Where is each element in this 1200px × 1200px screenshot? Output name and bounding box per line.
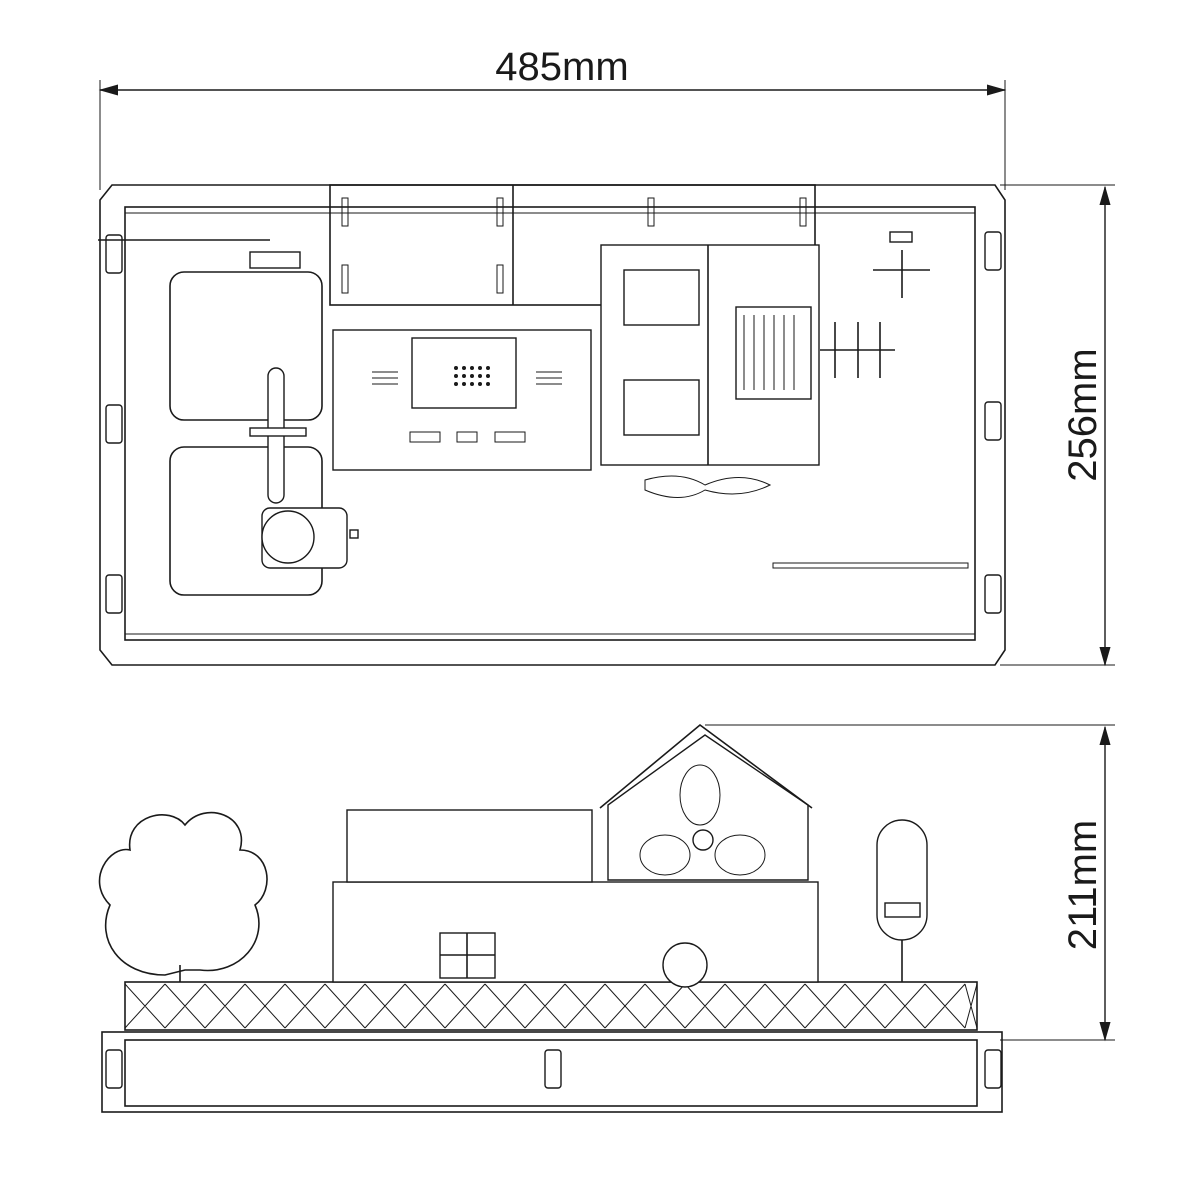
side-tabs [105,231,1002,614]
sensor-post [876,819,928,982]
building [332,809,819,988]
depth-dimension: 256mm [1000,184,1115,667]
fan-blade [644,475,772,498]
top-view [98,184,1006,666]
sensor-top-right [873,231,930,298]
depth-label: 256mm [1061,348,1105,481]
truss [124,981,978,1031]
width-dimension: 485mm [98,45,1007,190]
servo-arm [98,239,359,569]
rail [772,562,969,569]
house-top [600,244,820,498]
panel-upper [169,271,323,421]
front-view [98,723,1003,1113]
tree [98,811,268,976]
house-front [599,723,813,881]
height-label: 211mm [1061,820,1105,950]
microbit-module [332,329,592,471]
width-label: 485mm [495,45,628,89]
height-dimension: 211mm [705,724,1115,1042]
base [101,1031,1003,1113]
antenna [820,322,895,378]
